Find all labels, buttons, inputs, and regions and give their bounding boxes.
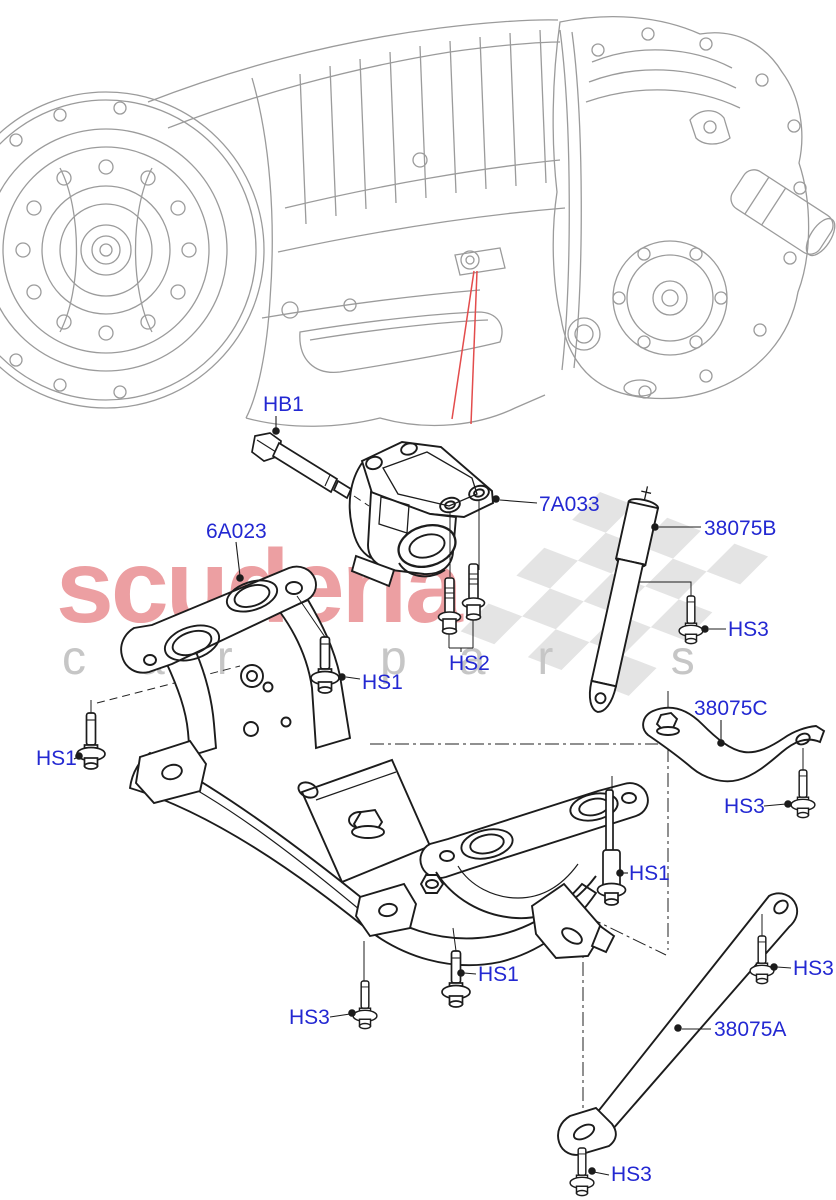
gearbox-case bbox=[147, 19, 566, 427]
transmission-drawing bbox=[0, 16, 836, 427]
subframe-left-foot bbox=[354, 882, 418, 938]
part-label-hs1-front-bolt: HS1 bbox=[362, 671, 403, 694]
part-label-hs1-left-bolt: HS1 bbox=[36, 747, 77, 770]
bolt-hb1 bbox=[251, 432, 353, 500]
bracket-38075c bbox=[642, 691, 826, 783]
part-label-bracket-38075c: 38075C bbox=[694, 697, 768, 720]
subframe-rear-wing bbox=[419, 782, 649, 879]
alignment-dashes bbox=[96, 495, 370, 704]
callout-dots bbox=[75, 427, 792, 1175]
part-label-hs3-damper-bolt: HS3 bbox=[728, 618, 769, 641]
subframe-front-wing bbox=[120, 565, 317, 674]
transfer-case bbox=[552, 16, 836, 400]
flywheel bbox=[0, 91, 265, 409]
part-label-hs3-brace-bottom-bolt: HS3 bbox=[611, 1163, 652, 1186]
brace-38075a bbox=[557, 892, 799, 1156]
subframe-right-foot bbox=[530, 882, 606, 959]
part-label-brace-38075a: 38075A bbox=[714, 1018, 787, 1041]
subframe-nut bbox=[419, 874, 445, 894]
part-label-hs3-bracket-bolt: HS3 bbox=[724, 795, 765, 818]
bolt-leader-lines bbox=[90, 581, 692, 981]
mount-bushing bbox=[397, 524, 457, 568]
callout-leader-lines bbox=[73, 416, 792, 1176]
part-label-hs3-brace-top-bolt: HS3 bbox=[793, 957, 834, 980]
subframe-6a023 bbox=[120, 565, 649, 967]
flywheel-bolt-holes bbox=[15, 159, 197, 341]
part-label-subframe-6a023: 6A023 bbox=[206, 520, 267, 543]
bolt-hs3-subframe bbox=[352, 980, 378, 1030]
part-label-damper-38075b: 38075B bbox=[704, 517, 777, 540]
part-label-hs1-rear-bolt: HS1 bbox=[629, 862, 670, 885]
subframe-bolt-head bbox=[351, 808, 385, 839]
part-label-hs1-bottom-bolt: HS1 bbox=[478, 963, 519, 986]
bolt-hs1-left bbox=[76, 712, 106, 770]
part-label-hs2-studs: HS2 bbox=[449, 652, 490, 675]
bolt-hs1-rear bbox=[596, 789, 627, 906]
red-pointer-lines bbox=[451, 270, 478, 425]
housing-flange-holes bbox=[9, 101, 127, 399]
part-label-mount-7a033: 7A033 bbox=[539, 493, 600, 516]
transmission-mount-7a033 bbox=[348, 441, 495, 588]
bolt-hs3-bracket-c bbox=[790, 769, 816, 819]
bolts-hs2-pair bbox=[437, 563, 486, 652]
shift-motor bbox=[730, 169, 836, 257]
part-label-hb1-bolt: HB1 bbox=[263, 393, 304, 416]
damper-38075b bbox=[588, 486, 660, 713]
part-label-hs3-subframe-bolt: HS3 bbox=[289, 1006, 330, 1029]
bracket-38075c-nut bbox=[655, 711, 680, 736]
